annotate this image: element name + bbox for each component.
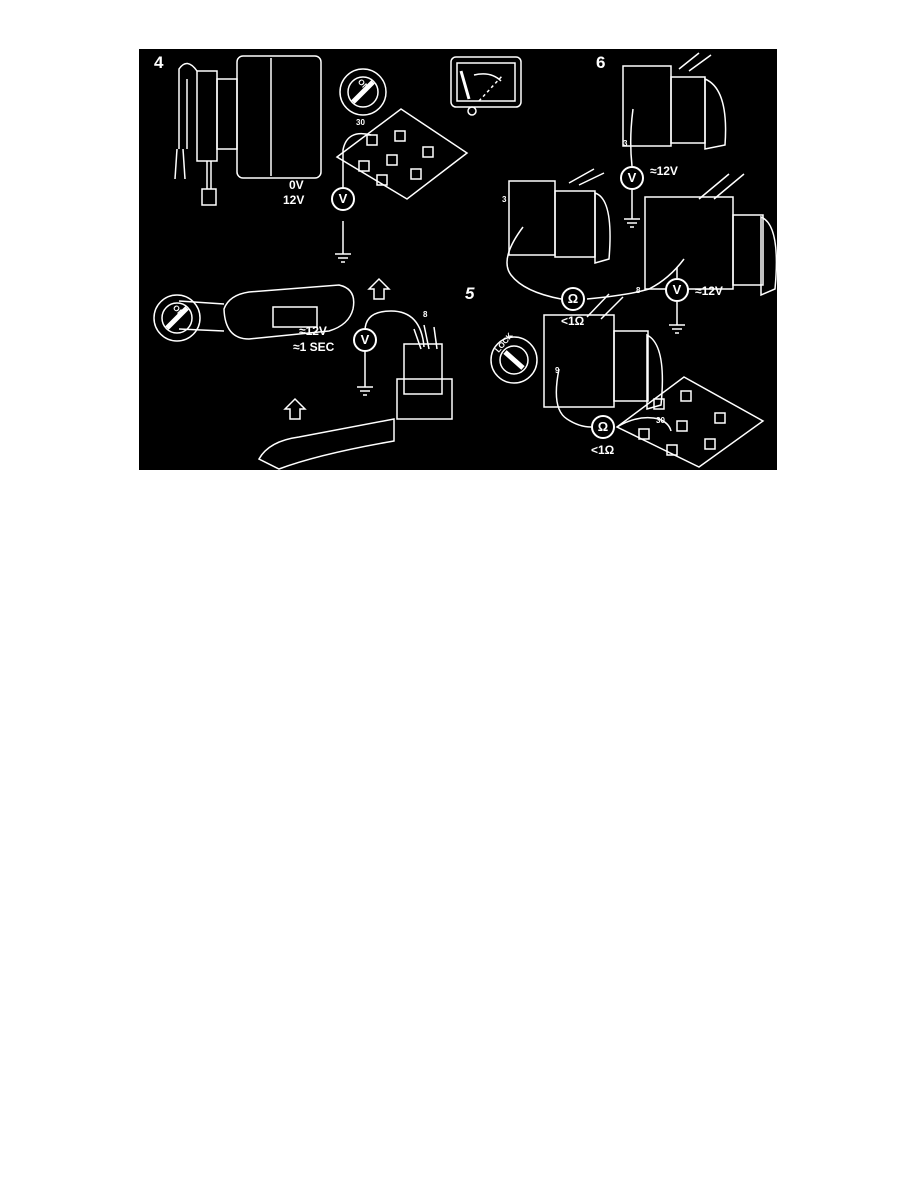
test-lead-step4 [342,132,372,197]
ignition-key-on-left-icon [153,294,201,342]
voltage-0v-label: 0V [289,178,304,192]
ground-symbol-step4 [335,221,351,263]
right-voltage-label: ≈12V [695,284,723,298]
resistance-step5-label: <1Ω [591,443,615,457]
connector-middle-left [508,168,611,264]
ohmmeter-step5: Ω [591,415,615,439]
ignition-key-lock-icon [490,336,538,384]
resistance-step6-label: <1Ω [561,314,585,328]
terminal-8-switch-label: 8 [423,310,428,319]
terminal-30-label: 30 [356,118,365,127]
fuse-board-bottom [615,376,765,468]
fuse-board-top [335,108,469,200]
test-lead-step5-right [616,416,672,432]
ground-symbol-right [669,302,685,334]
test-lead-step5-left [555,368,592,428]
wiper-gauge-icon [450,56,522,116]
test-lead-top [629,108,634,167]
diagram-artwork [153,52,777,470]
voltage-12v-label: 12V [283,193,305,207]
step-6-label: 6 [596,53,606,72]
wiper-motor-illustration [174,55,322,206]
connector-bottom [543,293,664,410]
terminal-3-left-label: 3 [502,195,507,204]
arrow-up-icon [367,277,391,300]
wiper-circuit-test-diagram: 4 6 5 ON ON LOCK 0V 12V V 30 ≈12V ≈1 SEC… [139,49,777,470]
terminal-9-label: 9 [555,366,560,375]
connector-top-right [622,52,727,150]
test-lead-left [506,226,562,300]
ohmmeter-step6: Ω [561,287,585,311]
test-lead-right [586,258,685,300]
top-voltage-label: ≈12V [650,164,678,178]
voltmeter-switch: V [353,328,377,352]
ground-symbol-top [624,190,640,228]
arrow-up-icon [283,397,307,420]
ground-symbol-switch [357,349,373,396]
connector-middle-right [644,173,777,297]
voltmeter-right: V [665,278,689,302]
ignition-key-on-top-icon [339,68,387,116]
switch-voltage-label: ≈12V [299,324,327,338]
step-4-label: 4 [154,53,164,72]
terminal-8-right-label: 8 [636,286,641,295]
terminal-30-step5-label: 30 [656,416,665,425]
terminal-3-top-label: 3 [623,139,628,148]
test-lead-switch [364,310,425,348]
wiper-stalk-switch [178,277,391,340]
step-5-label: 5 [465,284,475,303]
voltmeter-top: V [620,166,644,190]
switch-duration-label: ≈1 SEC [293,340,335,354]
voltmeter-step4: V [331,187,355,211]
